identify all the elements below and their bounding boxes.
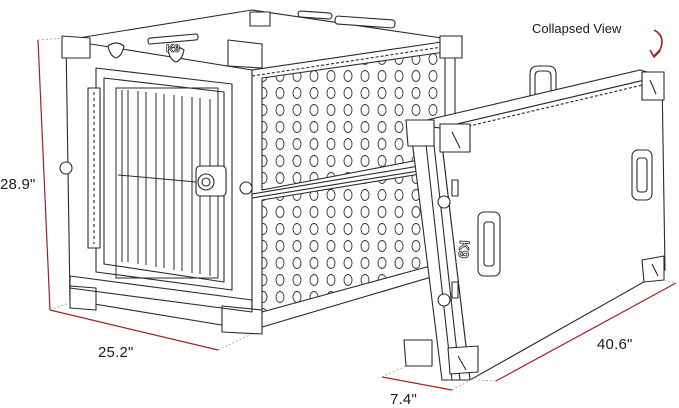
assembled-crate bbox=[59, 9, 463, 335]
depth-dimension-label: 25.2" bbox=[98, 344, 134, 361]
dimension-lines bbox=[37, 29, 677, 391]
curved-arrow-icon bbox=[653, 29, 663, 57]
collapsed-crate bbox=[403, 65, 666, 381]
height-dimension-line bbox=[37, 39, 51, 311]
brand-mark-collapsed: K9 bbox=[455, 240, 473, 259]
depth-dimension-line bbox=[49, 309, 219, 351]
height-dimension-label: 28.9" bbox=[0, 176, 36, 193]
length-dimension-line bbox=[495, 282, 677, 382]
collapsed-view-label: Collapsed View bbox=[532, 21, 622, 36]
thickness-dimension-label: 7.4" bbox=[390, 391, 417, 408]
thickness-dimension-line bbox=[381, 376, 453, 391]
length-dimension-label: 40.6" bbox=[597, 336, 633, 353]
brand-mark-front: K9 bbox=[166, 43, 180, 55]
